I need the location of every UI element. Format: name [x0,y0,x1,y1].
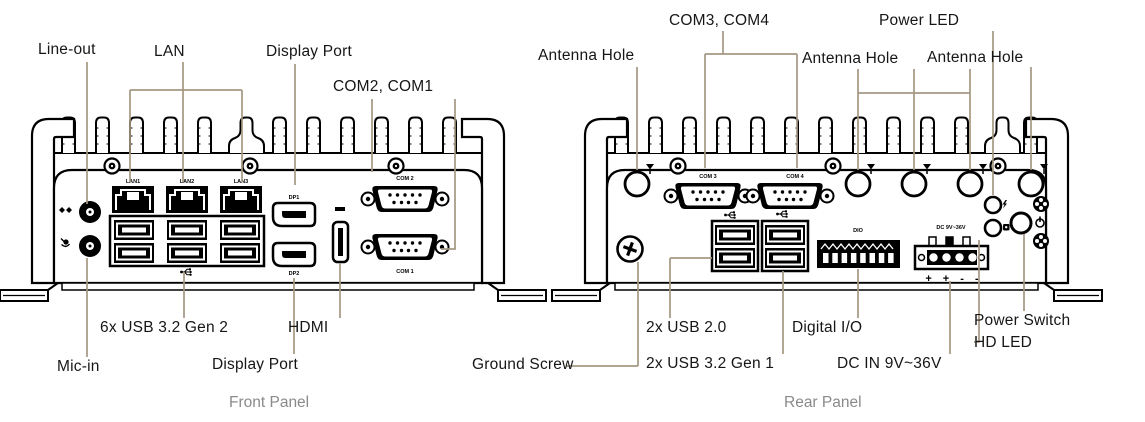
label-antenna-right: Antenna Hole [927,49,1024,66]
usb20-block [710,219,760,273]
leader-lan [129,62,243,182]
power-led-icon [1002,200,1007,209]
rear-device-drawing: COM 3 COM 4 DIO DC 9V~36V + + - - [551,116,1103,302]
label-hd-led: HD LED [974,334,1033,351]
dp2-port [271,241,317,268]
line-out-icon [59,207,72,213]
dio-silk-label: DIO [853,228,864,234]
label-display-port-bottom: Display Port [212,356,298,373]
power-switch [1009,211,1033,235]
dc-silk-label: DC 9V~36V [936,225,966,231]
front-bottom-lip [61,282,475,291]
leader-com3-com4 [704,31,798,168]
label-ground-screw: Ground Screw [472,356,574,373]
rear-bottom-lip [614,282,1039,291]
label-digital-io: Digital I/O [792,319,863,336]
label-usb32: 2x USB 3.2 Gen 1 [646,355,775,372]
label-hdmi: HDMI [288,319,329,336]
com3-silk-label: COM 3 [699,174,716,180]
lan1-silk-label: LAN1 [126,179,140,185]
hdmi-port [331,220,350,264]
screw [824,157,842,175]
power-symbol-icon [1035,216,1045,228]
leader-hd-led [974,240,980,343]
usb32-block [760,219,810,273]
usb-block-front [108,214,266,268]
label-usb20: 2x USB 2.0 [646,319,727,336]
label-com2-com1: COM2, COM1 [333,78,434,95]
screw [669,157,687,175]
hdmi-silk-label [335,207,345,211]
label-antenna-left: Antenna Hole [538,47,635,64]
lan2-silk-label: LAN2 [180,179,194,185]
dp1-silk-label: DP1 [289,195,300,201]
com1-silk-label: COM 1 [396,269,413,275]
mic-icon [60,238,71,248]
label-line-out: Line-out [38,41,96,58]
rosette-screw [1033,196,1049,212]
front-feet [0,282,547,302]
dp2-silk-label: DP2 [289,271,300,277]
label-power-led: Power LED [879,12,960,29]
line-out-jack [79,201,101,223]
rear-feet [551,282,1103,302]
leader-ground-screw [566,262,639,367]
hd-led-icon [1003,224,1010,231]
digital-io-terminal [817,240,900,268]
label-usb6: 6x USB 3.2 Gen 2 [100,319,229,336]
caption-front-panel: Front Panel [229,394,310,411]
leader-lines [86,31,1032,367]
lan3-silk-label: LAN3 [234,179,248,185]
heatsink-fins-rear [607,116,1046,154]
lan-ports [111,185,263,214]
front-device-drawing: LAN1 LAN2 LAN3 DP1 DP2 COM 2 COM 1 [0,116,547,302]
power-led [983,195,1003,215]
label-power-switch: Power Switch [974,312,1071,329]
dc-in-connector [913,236,990,271]
leader-com1 [441,99,456,250]
ground-screw [616,235,644,263]
label-antenna-mid: Antenna Hole [802,50,899,67]
mic-in-jack [79,235,101,257]
caption-rear-panel: Rear Panel [784,394,862,411]
com4-silk-label: COM 4 [786,174,804,180]
leader-usb20 [669,257,712,318]
screw [103,157,121,175]
screw [387,157,405,175]
label-com3-com4: COM3, COM4 [669,12,770,29]
com2-silk-label: COM 2 [396,176,413,182]
label-mic-in: Mic-in [57,358,100,375]
label-display-port-top: Display Port [266,43,352,60]
screw [241,157,259,175]
dc-polarity-label: + + - - [925,273,982,285]
heatsink-fins-front [54,116,482,154]
rosette-screw [1033,233,1049,249]
label-lan: LAN [154,43,185,60]
label-dc-in: DC IN 9V~36V [837,355,942,372]
dp1-port [271,201,317,228]
leader-antenna-mid [857,69,971,170]
hd-led [983,218,1003,238]
